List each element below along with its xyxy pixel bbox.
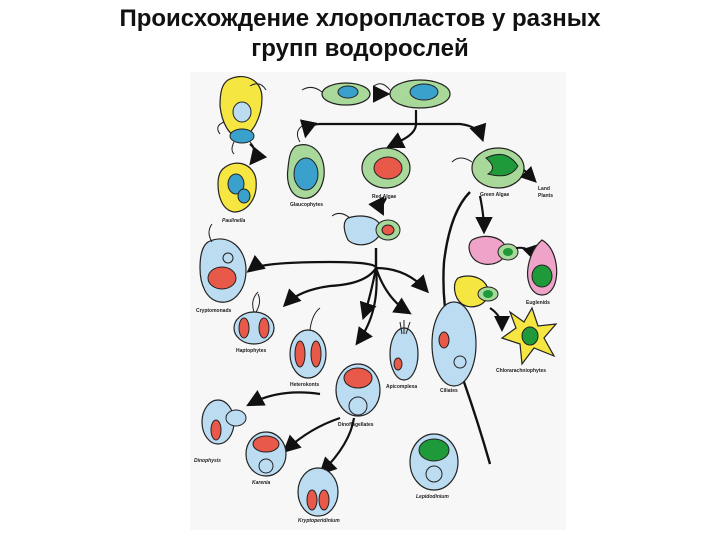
ciliate-cell <box>431 301 477 387</box>
arrow-to-chlorarachniophytes <box>489 307 510 332</box>
label-euglenids: Euglenids <box>526 300 550 306</box>
green-secondary-host-cell <box>468 235 519 265</box>
arrow-to-glaucophytes <box>299 110 418 139</box>
glaucophyte-cell <box>286 125 325 199</box>
yellow-secondary-host-cell <box>453 275 499 308</box>
arrow-to-apicomplexa <box>374 267 412 315</box>
haptophyte-cell <box>233 291 275 345</box>
label-dinoflagellates: Dinoflagellates <box>338 422 374 428</box>
arrow-to-heterokonts <box>359 267 378 321</box>
arrow-to-land-plants <box>519 165 537 183</box>
arrow-to-karenia <box>282 416 341 453</box>
red-secondary-host-cell <box>331 212 401 246</box>
paulinella-cell <box>217 162 257 213</box>
label-karenia: Karenia <box>252 480 271 486</box>
arrow-to-green-algae <box>416 122 487 143</box>
arrow-to-haptophytes <box>282 267 377 308</box>
label-apicomplexa: Apicomplexa <box>386 384 417 390</box>
page-title: Происхождение хлоропластов у разных груп… <box>0 4 720 64</box>
label-land-plants-line2: Plants <box>538 193 553 199</box>
lepidodinium-cell <box>409 433 459 491</box>
dinophysis-cell <box>201 399 247 445</box>
label-dinophysis: Dinophysis <box>194 458 221 464</box>
diagram-svg: Paulinella Glaucophytes Red Algae Green … <box>194 76 558 524</box>
label-heterokonts: Heterokonts <box>290 382 319 388</box>
chlorarachniophyte-cell <box>500 306 558 366</box>
dinoflagellate-cell <box>335 363 381 417</box>
apicomplexa-cell <box>389 320 419 381</box>
green-algae-cell <box>451 147 525 189</box>
arrow-to-red-algae <box>386 123 418 148</box>
cryptomonad-cell <box>199 223 247 303</box>
chloroplast-origin-diagram: Paulinella Glaucophytes Red Algae Green … <box>190 72 566 530</box>
arrow-to-cryptomonads <box>246 254 378 273</box>
red-algae-cell <box>361 147 411 189</box>
euglenid-cell <box>527 239 558 296</box>
arrow-to-dinoflagellates <box>355 267 378 346</box>
arrow-green-secondary <box>475 195 493 235</box>
arrow-to-ciliates <box>375 266 429 294</box>
heterokont-cell <box>289 307 327 379</box>
label-green-algae: Green Algae <box>480 192 509 198</box>
label-land-plants-line1: Land <box>538 186 550 192</box>
primary-endosymbiont-cell <box>373 79 451 109</box>
title-line-1: Происхождение хлоропластов у разных <box>119 5 601 32</box>
cyanobacterium-cell <box>229 128 255 155</box>
karenia-cell <box>245 431 287 477</box>
label-chlorarachniophytes: Chlorarachniophytes <box>496 368 546 374</box>
label-ciliates: Ciliates <box>440 388 458 394</box>
arrow-red-secondary <box>368 196 387 216</box>
host-cell-top <box>301 82 371 106</box>
label-red-algae: Red Algae <box>372 194 396 200</box>
arrow-to-kryptoperidinium <box>318 417 356 476</box>
title-line-2: групп водорослей <box>251 35 469 62</box>
label-cryptomonads: Cryptomonads <box>196 308 232 314</box>
label-lepidodinium: Lepidodinium <box>416 494 449 500</box>
label-paulinella: Paulinella <box>222 218 246 224</box>
label-haptophytes: Haptophytes <box>236 348 267 354</box>
label-kryptoperidinium: Kryptoperidinium <box>298 518 340 524</box>
arrow-to-paulinella <box>249 143 268 166</box>
label-glaucophytes: Glaucophytes <box>290 202 323 208</box>
arrow-to-dinophysis <box>246 390 321 407</box>
kryptoperidinium-cell <box>297 467 339 517</box>
